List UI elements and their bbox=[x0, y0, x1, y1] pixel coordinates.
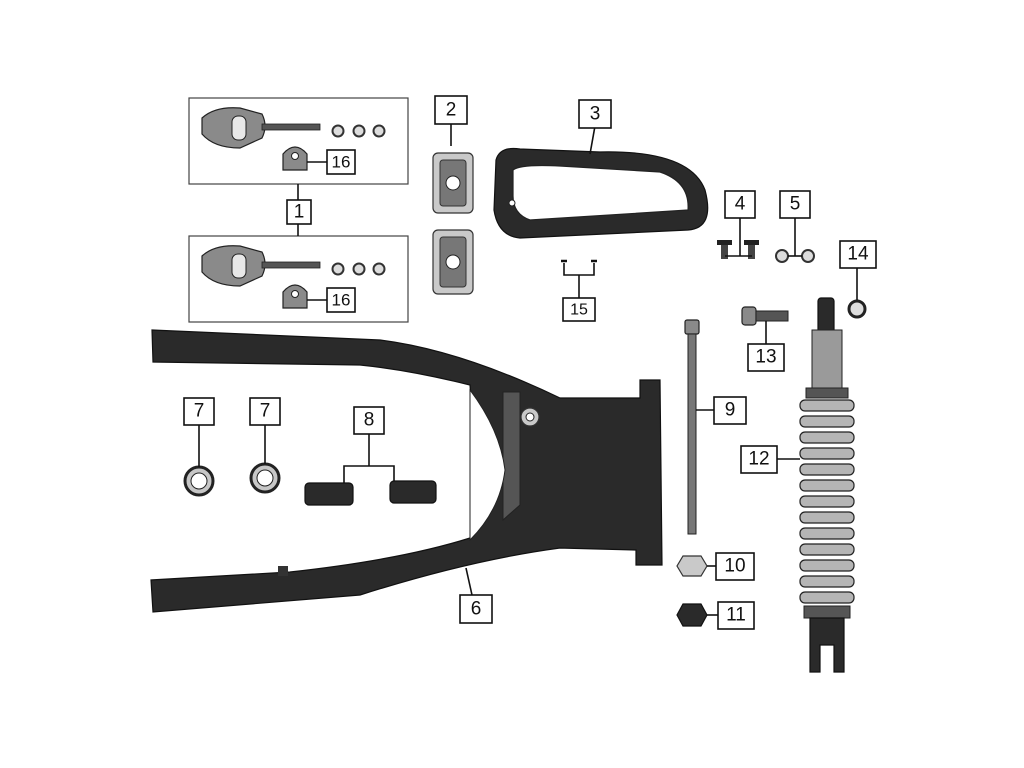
callout-8: 8 bbox=[353, 406, 385, 435]
callout-15: 15 bbox=[562, 297, 596, 322]
svg-text:6: 6 bbox=[471, 599, 482, 620]
callout-5: 5 bbox=[779, 190, 811, 219]
callout-16-upper: 16 bbox=[307, 149, 356, 175]
bushing-pair-part bbox=[304, 433, 437, 506]
callout-11: 11 bbox=[717, 601, 755, 630]
swingarm-pad-part bbox=[432, 152, 474, 295]
nut-part-14 bbox=[847, 268, 867, 319]
svg-text:7: 7 bbox=[260, 401, 271, 422]
swingarm-part bbox=[150, 329, 663, 613]
callout-16-lower: 16 bbox=[307, 287, 356, 313]
svg-text:1: 1 bbox=[294, 202, 305, 223]
callout-14: 14 bbox=[839, 240, 877, 269]
chain-adjuster-kit-lower bbox=[188, 235, 409, 323]
nut-part-11 bbox=[676, 603, 718, 627]
svg-text:9: 9 bbox=[725, 400, 736, 421]
clip-pair-part bbox=[561, 259, 597, 298]
svg-text:5: 5 bbox=[790, 194, 801, 215]
svg-text:16: 16 bbox=[332, 153, 351, 172]
chain-adjuster-kit-upper bbox=[188, 97, 409, 185]
callout-2: 2 bbox=[434, 95, 468, 125]
chain-slider-part bbox=[493, 147, 709, 239]
svg-text:14: 14 bbox=[847, 244, 869, 265]
shock-absorber-part bbox=[776, 297, 855, 673]
svg-text:11: 11 bbox=[726, 605, 746, 626]
callout-13: 13 bbox=[747, 343, 785, 372]
callout-3: 3 bbox=[578, 99, 612, 129]
callout-6: 6 bbox=[459, 594, 493, 624]
axle-bolt-part bbox=[684, 319, 714, 535]
callout-7-right: 7 bbox=[249, 397, 281, 426]
bolt-part-13 bbox=[741, 306, 789, 345]
callout-7-left: 7 bbox=[183, 397, 215, 426]
callout-10: 10 bbox=[715, 552, 755, 581]
svg-text:8: 8 bbox=[364, 410, 375, 431]
ring-seal-pair-part bbox=[183, 424, 281, 497]
svg-text:15: 15 bbox=[570, 302, 588, 319]
svg-text:12: 12 bbox=[748, 449, 769, 470]
svg-text:16: 16 bbox=[332, 291, 351, 310]
callout-4: 4 bbox=[724, 190, 756, 219]
callout-12: 12 bbox=[740, 445, 778, 474]
svg-text:3: 3 bbox=[590, 104, 601, 125]
svg-text:4: 4 bbox=[735, 194, 746, 215]
small-bolt-pair-part bbox=[717, 217, 759, 259]
callout-9: 9 bbox=[713, 396, 747, 425]
svg-text:13: 13 bbox=[755, 347, 776, 368]
nut-part-10 bbox=[676, 555, 716, 577]
svg-text:2: 2 bbox=[446, 100, 457, 121]
washer-pair-part bbox=[775, 217, 815, 263]
svg-text:7: 7 bbox=[194, 401, 205, 422]
callout-1: 1 bbox=[286, 199, 312, 225]
svg-text:10: 10 bbox=[724, 556, 745, 577]
